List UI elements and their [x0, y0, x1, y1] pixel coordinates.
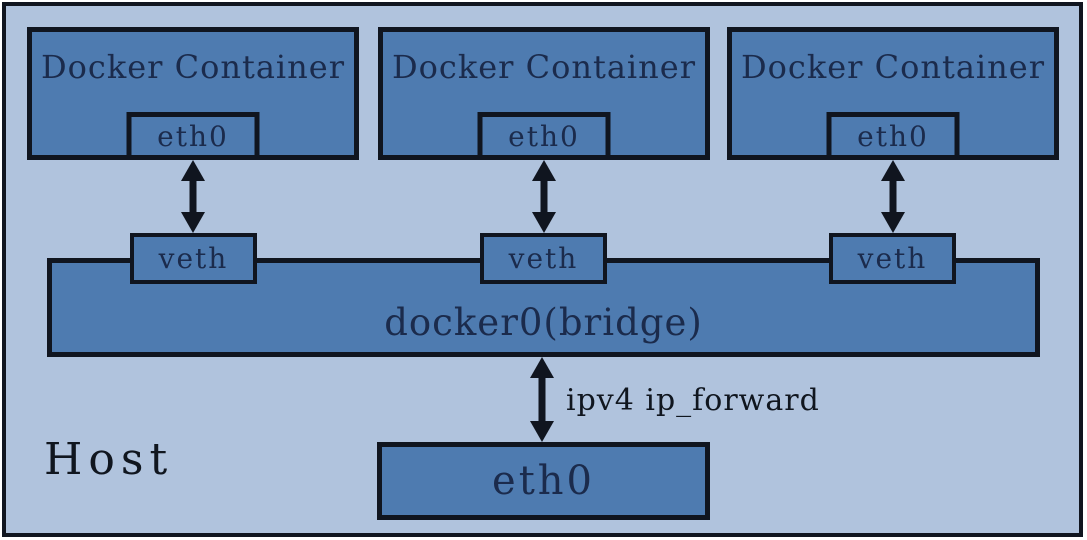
bidirectional-arrow-icon [881, 160, 905, 233]
veth-box-3: veth [829, 233, 956, 284]
eth0-label: eth0 [157, 119, 229, 153]
container-3-eth0-box: eth0 [826, 112, 960, 160]
docker-container-1: Docker Container eth0 [27, 27, 359, 160]
veth-box-1: veth [130, 233, 257, 284]
host-eth0-box: eth0 [377, 442, 710, 520]
container-2-eth0-box: eth0 [477, 112, 611, 160]
host-label: Host [44, 434, 174, 485]
eth0-label: eth0 [508, 119, 580, 153]
host-eth0-label: eth0 [492, 458, 595, 504]
bidirectional-arrow-icon [530, 357, 554, 442]
container-label: Docker Container [740, 48, 1045, 86]
bidirectional-arrow-icon [181, 160, 205, 233]
veth-label: veth [508, 242, 579, 275]
veth-box-2: veth [480, 233, 607, 284]
bidirectional-arrow-icon [532, 160, 556, 233]
container-label: Docker Container [391, 48, 696, 86]
veth-label: veth [158, 242, 229, 275]
veth-label: veth [857, 242, 928, 275]
ip-forward-label: ipv4 ip_forward [566, 383, 820, 418]
container-1-eth0-box: eth0 [126, 112, 260, 160]
bridge-label: docker0(bridge) [384, 301, 703, 344]
container-label: Docker Container [40, 48, 345, 86]
eth0-label: eth0 [857, 119, 929, 153]
docker-container-2: Docker Container eth0 [378, 27, 710, 160]
docker-container-3: Docker Container eth0 [727, 27, 1059, 160]
